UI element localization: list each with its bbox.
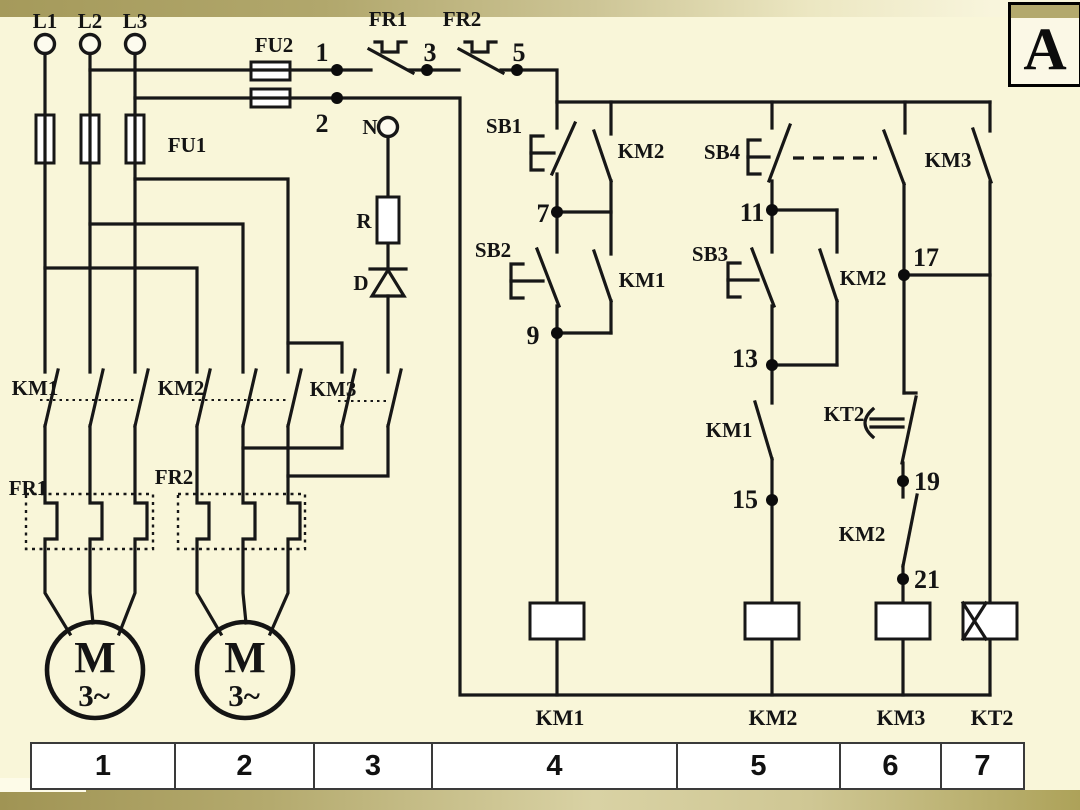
- label-l1: L1: [33, 9, 58, 33]
- label-fr1-contact: FR1: [369, 7, 408, 31]
- terminal-n: [376, 115, 400, 139]
- label-n: N: [362, 115, 377, 139]
- control-wires: [509, 100, 994, 697]
- wire-number-15: 15: [732, 485, 758, 514]
- marker-olive-strip: [1011, 5, 1079, 18]
- km1-coil: [528, 601, 586, 641]
- wire-number-11: 11: [740, 198, 765, 227]
- kt2-coil-cross: [960, 600, 989, 642]
- motor-1: [44, 619, 146, 721]
- zone-table: 1 2 3 4 5 6 7: [30, 742, 1025, 790]
- label-coil-km1: KM1: [536, 705, 585, 730]
- motor-2-letter: M: [224, 633, 266, 682]
- label-km1-seal: KM1: [619, 268, 666, 292]
- motor-1-phases: 3~: [78, 678, 110, 713]
- label-l2: L2: [78, 9, 103, 33]
- wire-number-19: 19: [914, 467, 940, 496]
- motor-2-phases: 3~: [228, 678, 260, 713]
- label-km2-mid: KM2: [840, 266, 887, 290]
- slide-marker-letter: A: [1023, 15, 1067, 82]
- bottom-band: [0, 790, 1080, 810]
- zone-cell-3: 3: [313, 742, 433, 790]
- km3-coil: [874, 601, 932, 641]
- label-km1-mid: KM1: [706, 418, 753, 442]
- label-sb2: SB2: [475, 238, 511, 262]
- wire-number-3: 3: [424, 38, 437, 67]
- component-bodies: [24, 32, 1019, 721]
- label-fu1: FU1: [168, 133, 207, 157]
- motor-2: [194, 619, 296, 721]
- wire-number-2: 2: [316, 109, 329, 138]
- label-fr2: FR2: [155, 465, 194, 489]
- terminal-l3: [123, 32, 147, 56]
- power-wires: [43, 40, 992, 697]
- resistor-body: [375, 195, 401, 245]
- zone-cell-7: 7: [940, 742, 1025, 790]
- label-km2-seal: KM2: [618, 139, 665, 163]
- label-kt2-contact: KT2: [824, 402, 865, 426]
- km2-coil: [743, 601, 801, 641]
- label-km2-brake: KM2: [839, 522, 886, 546]
- labels: L1 L2 L3 FU2 FU1 FR1 FR2 1 2 3 5 N R D S…: [9, 7, 1014, 730]
- label-coil-km3: KM3: [877, 705, 926, 730]
- label-l3: L3: [123, 9, 148, 33]
- zone-cell-4: 4: [430, 742, 679, 790]
- label-fu2: FU2: [255, 33, 294, 57]
- top-band: [0, 0, 1080, 17]
- kt2-coil: [961, 601, 1019, 641]
- wire-number-13: 13: [732, 344, 758, 373]
- label-km3-main: KM3: [310, 377, 357, 401]
- wire-number-9: 9: [527, 321, 540, 350]
- zone-cell-2: 2: [173, 742, 316, 790]
- label-sb4: SB4: [704, 140, 741, 164]
- wire-number-1: 1: [316, 38, 329, 67]
- label-sb1: SB1: [486, 114, 522, 138]
- motor-1-letter: M: [74, 633, 116, 682]
- wire-number-17: 17: [913, 243, 939, 272]
- fuse-bodies: [34, 60, 292, 165]
- label-fr1: FR1: [9, 476, 48, 500]
- label-km1-main: KM1: [12, 376, 59, 400]
- wire-number-7: 7: [537, 199, 550, 228]
- junction-dots: [331, 64, 910, 585]
- terminal-l1: [33, 32, 57, 56]
- zone-cell-5: 5: [676, 742, 841, 790]
- label-r: R: [356, 209, 372, 233]
- label-km3-aux: KM3: [925, 148, 972, 172]
- terminal-l2: [78, 32, 102, 56]
- slide-marker-box: A: [1008, 2, 1080, 87]
- label-fr2-contact: FR2: [443, 7, 482, 31]
- zone-cell-6: 6: [838, 742, 943, 790]
- wire-number-5: 5: [513, 38, 526, 67]
- label-km2-main: KM2: [158, 376, 205, 400]
- label-coil-kt2: KT2: [971, 705, 1014, 730]
- zone-cell-1: 1: [30, 742, 176, 790]
- label-d: D: [353, 271, 368, 295]
- label-coil-km2: KM2: [749, 705, 798, 730]
- wire-number-21: 21: [914, 565, 940, 594]
- label-sb3: SB3: [692, 242, 728, 266]
- contact-link-lines: [40, 156, 877, 402]
